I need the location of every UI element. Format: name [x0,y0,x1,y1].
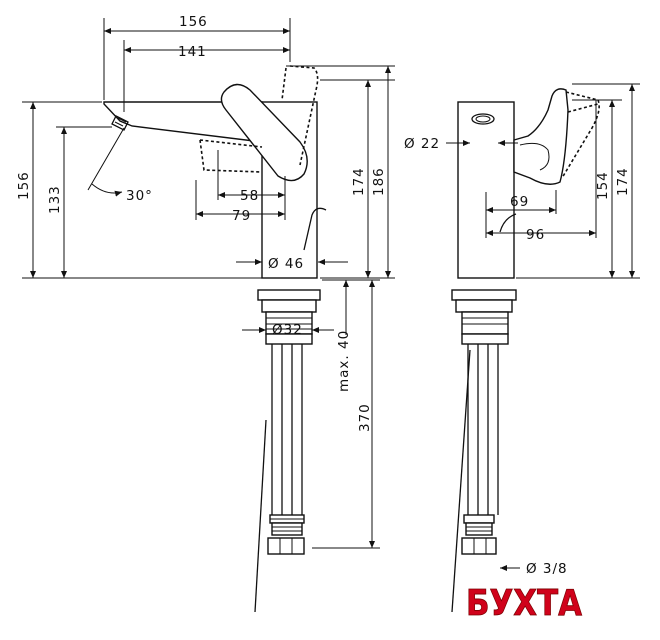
dim-141: 141 [178,44,207,60]
side-dimensions [446,83,640,571]
dim-69: 69 [510,194,529,210]
dim-133: 133 [47,185,63,214]
front-dimensions [22,18,395,549]
dim-156-top: 156 [179,14,208,30]
dim-186: 186 [371,167,387,196]
front-faucet-body [103,65,327,613]
dim-156-left: 156 [16,171,32,200]
dim-58: 58 [240,188,259,204]
side-dimension-labels: Ø 22 69 96 154 174 Ø 3/8 [404,136,631,577]
dim-22: Ø 22 [404,136,440,152]
dim-max-40: max. 40 [336,330,352,392]
dim-46: Ø 46 [268,256,304,272]
front-view: 156 141 58 79 Ø 46 156 133 30° 174 186 Ø… [16,14,395,613]
dim-32: Ø32 [272,322,303,338]
logo-text: БУХТА [466,583,582,624]
side-view: Ø 22 69 96 154 174 Ø 3/8 [404,83,640,613]
buhta-logo: БУХТА [462,574,588,624]
dim-154: 154 [595,171,611,200]
dim-370: 370 [357,403,373,432]
dim-174-side: 174 [615,167,631,196]
dim-hose: Ø 3/8 [526,561,568,577]
dim-79: 79 [232,208,251,224]
side-faucet-body [451,88,600,613]
dim-174: 174 [351,167,367,196]
front-dimension-labels: 156 141 58 79 Ø 46 156 133 30° 174 186 Ø… [16,14,387,432]
dim-96: 96 [526,227,545,243]
angle-30: 30° [126,188,153,204]
